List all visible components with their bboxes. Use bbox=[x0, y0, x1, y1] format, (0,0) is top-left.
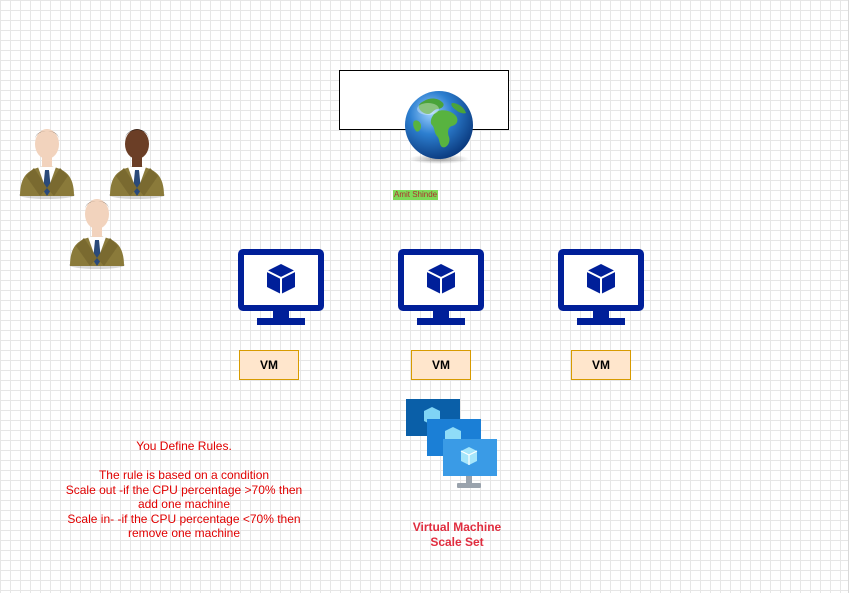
virtual-machine-scale-set-icon[interactable] bbox=[405, 398, 501, 492]
user-person-icon[interactable] bbox=[66, 190, 128, 270]
virtual-machine-monitor-icon[interactable] bbox=[238, 249, 326, 329]
user-person-icon[interactable] bbox=[106, 120, 168, 200]
virtual-machine-monitor-icon[interactable] bbox=[398, 249, 486, 329]
vm-label-box[interactable]: VM bbox=[571, 350, 631, 380]
scale-set-label-line-1: Virtual Machine bbox=[412, 520, 502, 534]
virtual-machine-monitor-icon[interactable] bbox=[558, 249, 646, 329]
rules-line: Scale in- -if the CPU percentage <70% th… bbox=[67, 511, 301, 526]
rules-line bbox=[52, 454, 316, 469]
canvas-right-edge bbox=[848, 0, 863, 593]
rules-line: Scale out -if the CPU percentage >70% th… bbox=[65, 482, 303, 497]
rules-line: The rule is based on a condition bbox=[98, 468, 270, 482]
vm-label-box[interactable]: VM bbox=[239, 350, 299, 380]
rules-line: You Define Rules. bbox=[136, 439, 232, 453]
rules-line: add one machine bbox=[137, 497, 231, 511]
scale-set-label[interactable]: Virtual Machine Scale Set bbox=[398, 520, 516, 550]
vm-label-box[interactable]: VM bbox=[411, 350, 471, 380]
scaling-rules-text[interactable]: You Define Rules. The rule is based on a… bbox=[52, 439, 316, 541]
scale-set-label-line-2: Scale Set bbox=[430, 535, 484, 549]
rules-line: remove one machine bbox=[127, 526, 241, 540]
globe-icon[interactable] bbox=[402, 89, 476, 165]
user-person-icon[interactable] bbox=[16, 120, 78, 200]
author-label[interactable]: Amit Shinde bbox=[393, 190, 439, 200]
